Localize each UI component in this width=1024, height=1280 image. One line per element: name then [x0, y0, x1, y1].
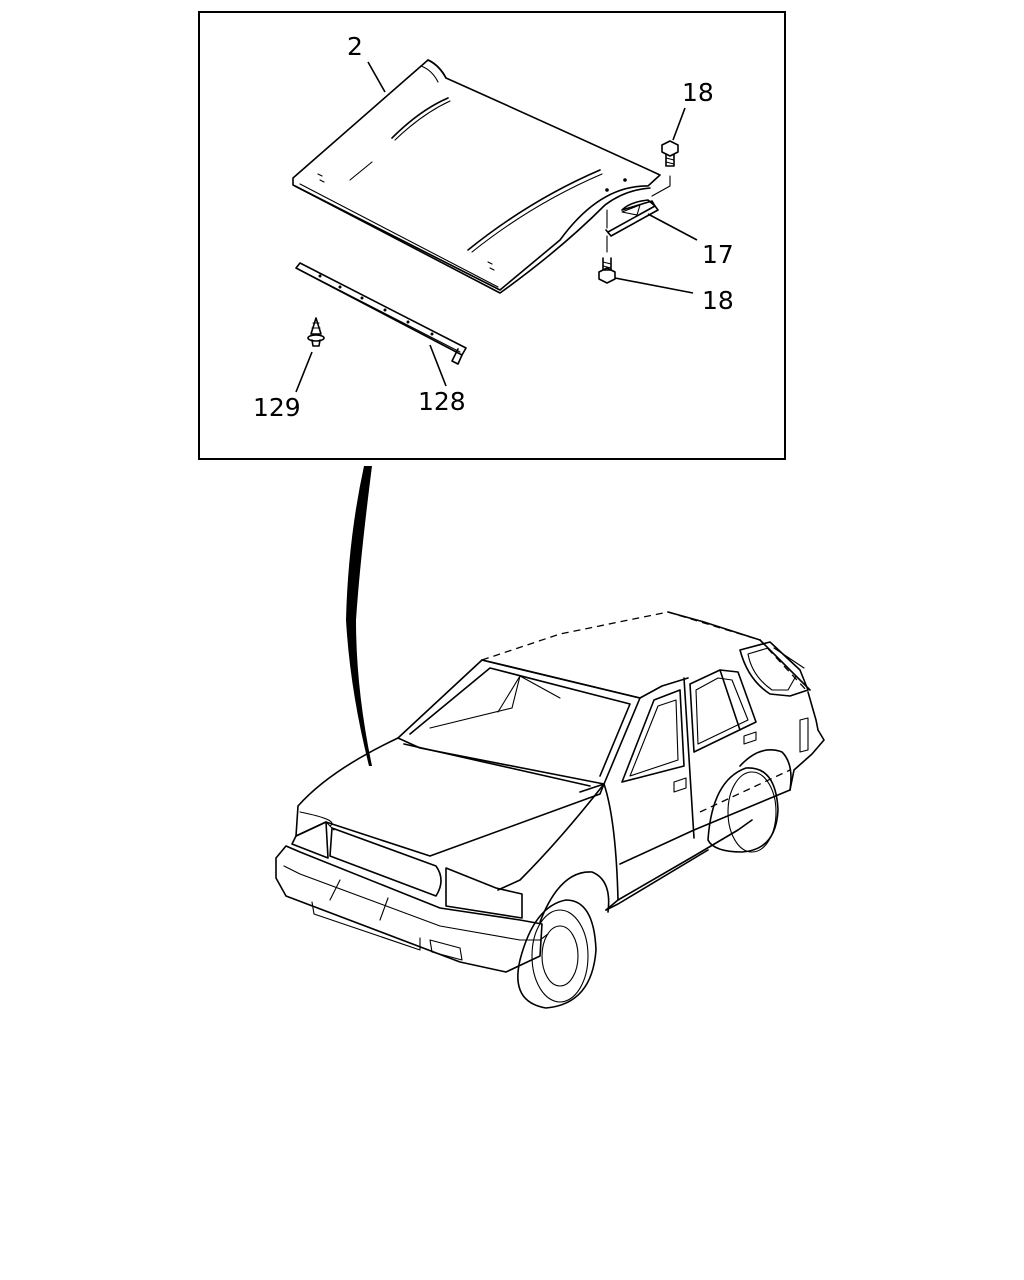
callout-bolt-lower: 18	[702, 286, 734, 315]
callout-hinge: 17	[702, 240, 734, 269]
bolt-upper	[661, 140, 679, 167]
pointer-arrow	[346, 466, 372, 766]
bolt-lower	[598, 257, 616, 284]
seal-strip	[295, 262, 467, 365]
clip	[307, 317, 325, 347]
detail-inset-frame	[198, 11, 786, 460]
leader-lines	[295, 61, 698, 393]
hood-panel	[292, 59, 661, 294]
vehicle-illustration	[275, 611, 825, 1009]
callout-hood: 2	[347, 32, 363, 61]
callout-bolt-upper: 18	[682, 78, 714, 107]
callout-seal-strip: 128	[418, 387, 466, 416]
hood-hinge	[605, 175, 671, 253]
callout-clip: 129	[253, 393, 301, 422]
